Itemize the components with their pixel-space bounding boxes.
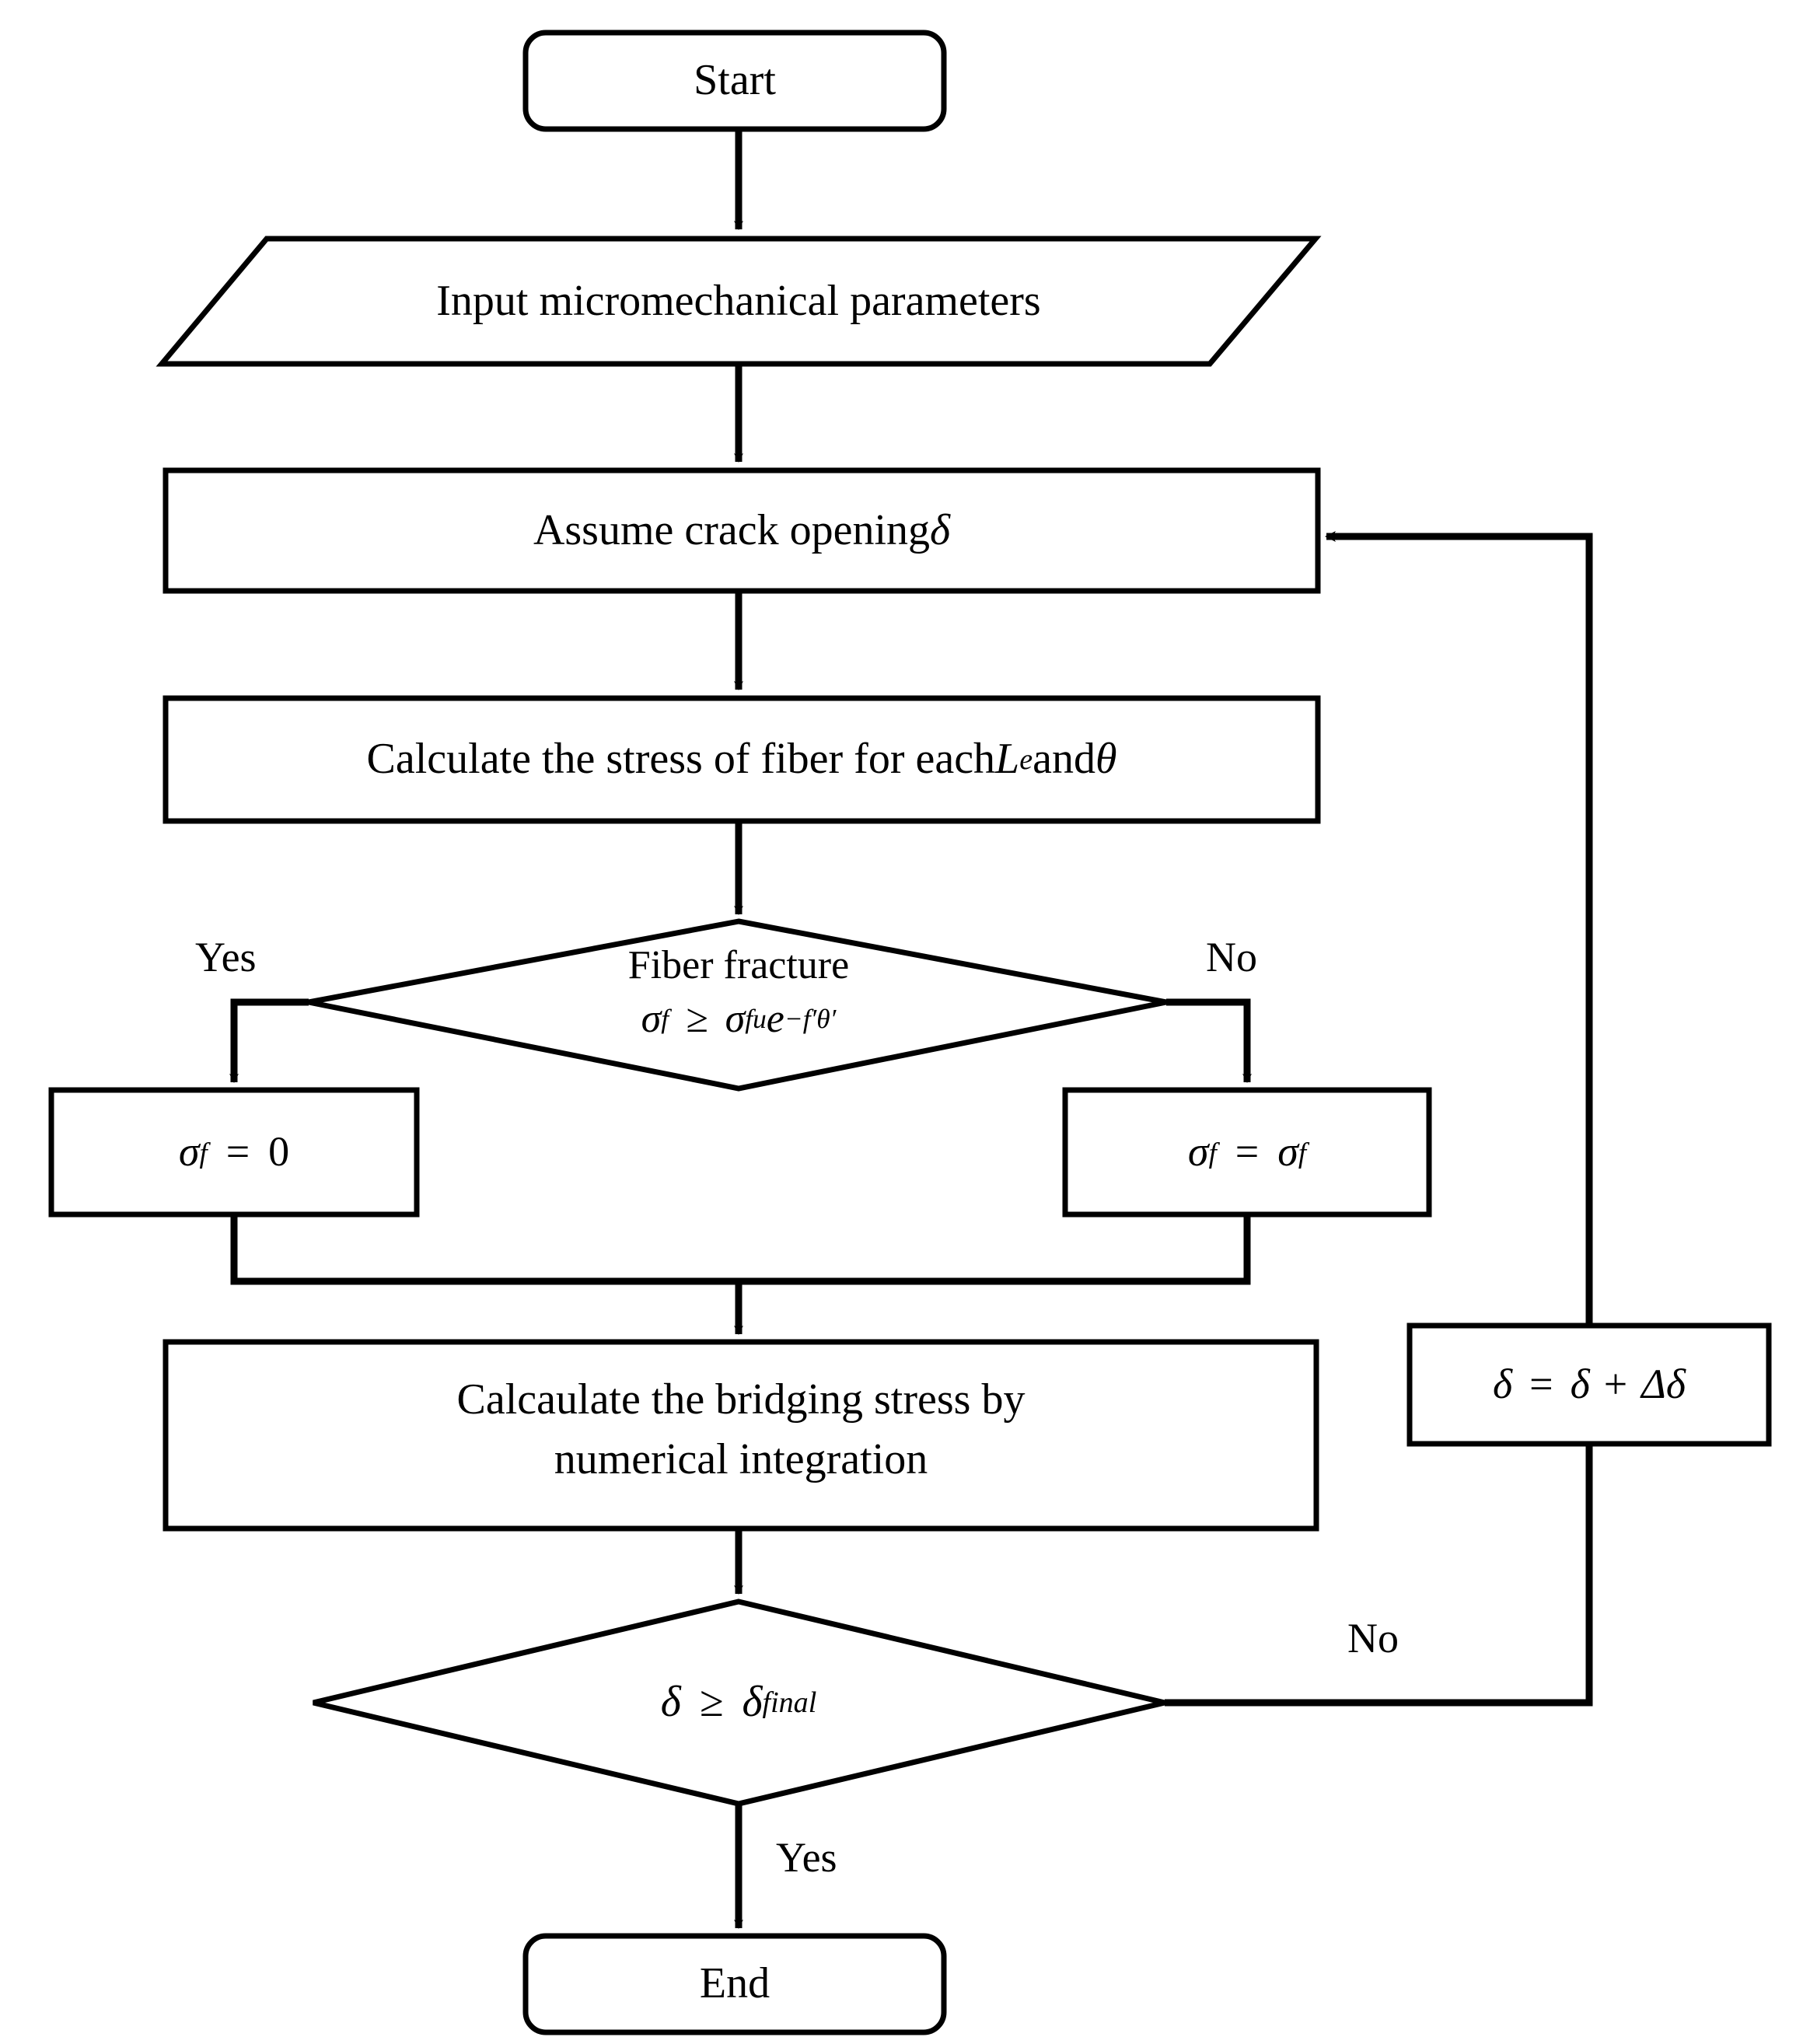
edge-merge-left-branch: [230, 1216, 739, 1285]
assume-crack-opening-shape: [162, 467, 1321, 594]
edge-label-final-no: No: [1347, 1615, 1399, 1661]
sigma-keep-shape: [1062, 1087, 1432, 1218]
edge-fracture-no-to-sigma-keep: [1166, 998, 1252, 1083]
delta-increment-shape: [1406, 1322, 1772, 1447]
sigma-zero-shape: [48, 1087, 420, 1218]
edge-label-fracture-no: No: [1206, 934, 1257, 980]
edge-increment-to-assume: [1325, 531, 1593, 1326]
fiber-fracture-decision-shape: [308, 918, 1167, 1092]
edge-label-final-yes: Yes: [776, 1834, 837, 1881]
start-node-shape: [522, 30, 947, 132]
end-node-shape: [522, 1933, 947, 2035]
edge-label-fracture-yes: Yes: [195, 934, 257, 980]
edge-merge-right-branch: [739, 1216, 1251, 1285]
edge-fracture-yes-to-sigma-zero: [229, 998, 309, 1083]
calculate-fiber-stress-shape: [162, 695, 1321, 824]
bridging-stress-shape: [162, 1339, 1319, 1532]
input-node-shape: [155, 236, 1322, 367]
delta-check-decision-shape: [313, 1599, 1165, 1807]
edge-delta-no-to-increment: [1165, 1445, 1593, 1707]
